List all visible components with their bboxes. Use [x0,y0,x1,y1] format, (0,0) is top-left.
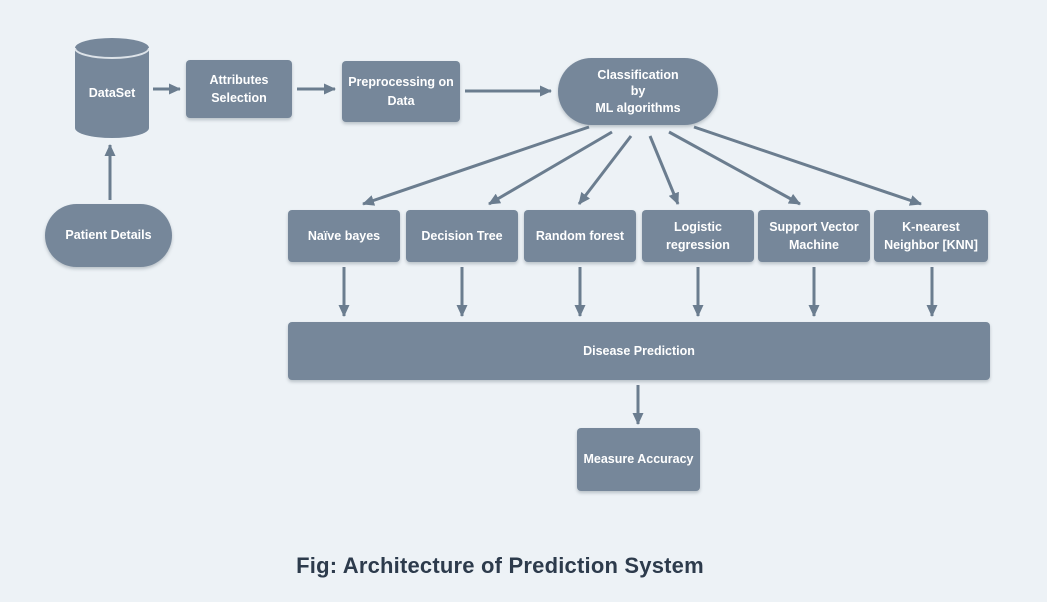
node-logistic-regression: Logistic regression [642,210,754,262]
node-random-forest: Random forest [524,210,636,262]
node-k-nearest-neighbor: K-nearest Neighbor [KNN] [874,210,988,262]
node-patient-details: Patient Details [45,204,172,267]
node-support-vector-machine: Support Vector Machine [758,210,870,262]
node-measure-accuracy: Measure Accuracy [577,428,700,491]
arrow-classification-to-naive-bayes [362,125,590,206]
arrow-classification-to-svm [668,130,801,206]
node-classification-by-ml-algorithms: Classification by ML algorithms [558,58,718,125]
figure-caption: Fig: Architecture of Prediction System [296,553,704,578]
arrow-classification-to-knn [693,125,922,206]
node-decision-tree: Decision Tree [406,210,518,262]
arrow-classification-to-random-forest [577,135,633,205]
arrow-classification-to-decision-tree [488,130,613,206]
node-naive-bayes: Naïve bayes [288,210,400,262]
node-disease-prediction: Disease Prediction [288,322,990,380]
node-dataset-label: DataSet [88,86,136,100]
node-dataset: DataSet [74,38,150,138]
cylinder-shape [74,38,150,138]
node-attributes-selection: Attributes Selection [186,60,292,118]
node-preprocessing-on-data: Preprocessing on Data [342,61,460,122]
arrow-classification-to-logistic-regression [648,135,680,205]
